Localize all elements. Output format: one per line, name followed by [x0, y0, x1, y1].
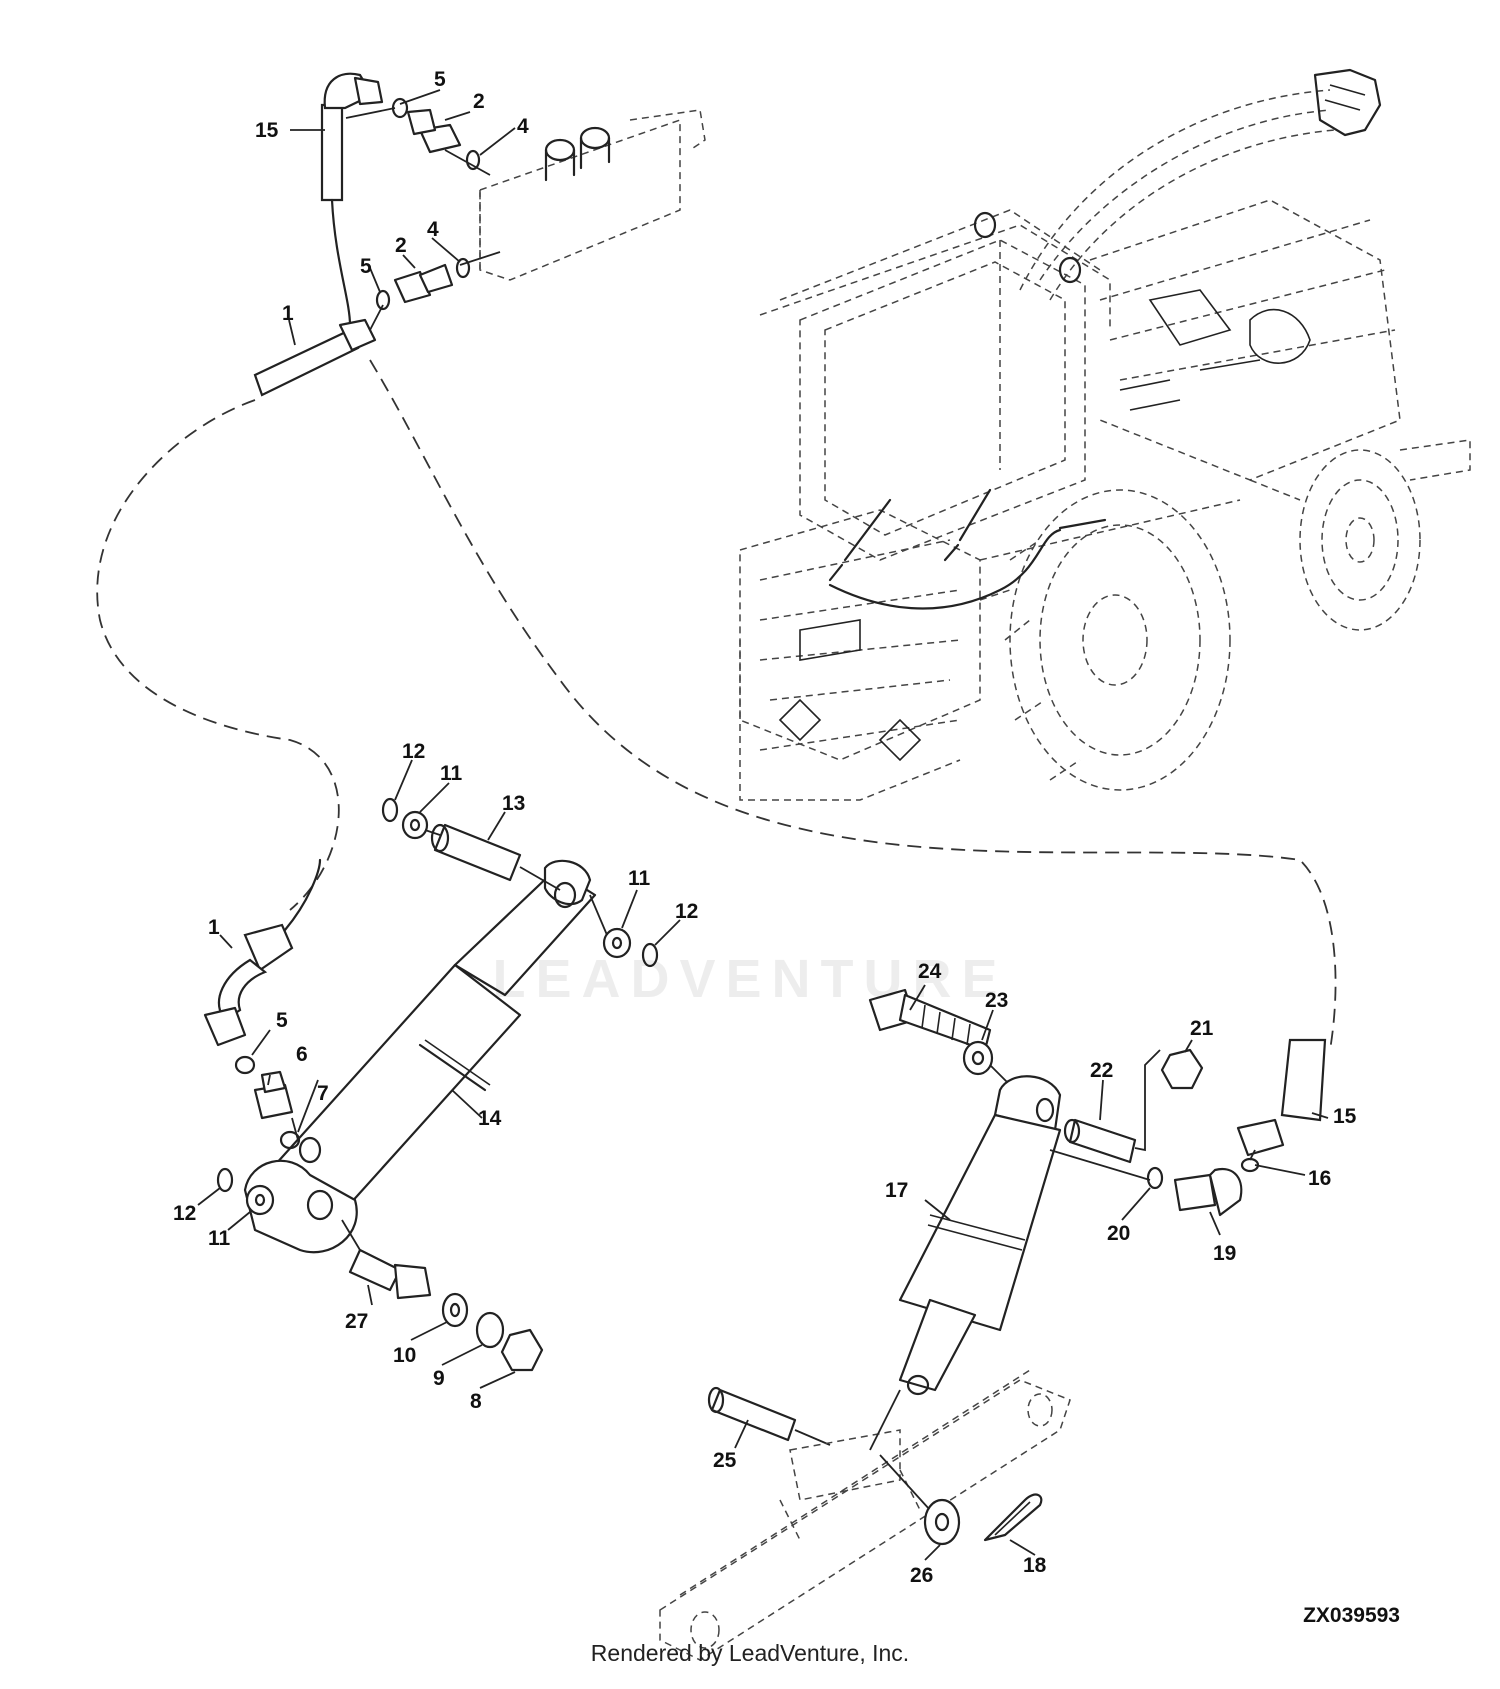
left-cylinder-assembly	[203, 797, 659, 1372]
callout-26: 26	[910, 1564, 933, 1587]
callout-5-left: 5	[276, 1009, 288, 1032]
callout-12-top: 12	[402, 740, 425, 763]
upper-hose-assembly	[253, 72, 706, 397]
callout-1-lower: 1	[208, 916, 220, 939]
callout-10: 10	[393, 1344, 416, 1367]
callout-24: 24	[918, 960, 942, 983]
callout-7: 7	[317, 1082, 329, 1105]
callout-20: 20	[1107, 1222, 1130, 1245]
callout-15-upper: 15	[255, 119, 279, 142]
right-cylinder-assembly	[659, 988, 1327, 1661]
callout-12-left: 12	[173, 1202, 196, 1225]
callout-12-right: 12	[675, 900, 698, 923]
watermark-text: LEADVENTURE	[492, 949, 1008, 1009]
callout-labels: 15 5 2 4 4 2 5 1 12 11 13 11 12 1 5 6 7 …	[173, 68, 1357, 1587]
callout-5-lower: 5	[360, 255, 372, 278]
callout-25: 25	[713, 1449, 737, 1472]
callout-13: 13	[502, 792, 525, 815]
callout-27: 27	[345, 1310, 368, 1333]
render-credit-footer: Rendered by LeadVenture, Inc.	[590, 1640, 910, 1666]
callout-6: 6	[296, 1043, 308, 1066]
callout-21: 21	[1190, 1017, 1214, 1040]
callout-4-upper: 4	[517, 115, 529, 138]
callout-2-upper: 2	[473, 90, 485, 113]
callout-9: 9	[433, 1367, 445, 1390]
callout-16: 16	[1308, 1167, 1331, 1190]
callout-11-right: 11	[628, 867, 651, 890]
callout-leaders	[197, 89, 1329, 1561]
callout-15-lower: 15	[1333, 1105, 1357, 1128]
callout-2-lower: 2	[395, 234, 407, 257]
callout-22: 22	[1090, 1059, 1113, 1082]
callout-18: 18	[1023, 1554, 1047, 1577]
callout-5-upper: 5	[434, 68, 446, 91]
drawing-reference-code: ZX039593	[1303, 1604, 1400, 1627]
callout-8: 8	[470, 1390, 482, 1413]
callout-14: 14	[478, 1107, 502, 1130]
hose-route-left	[96, 399, 340, 911]
callout-4-lower: 4	[427, 218, 439, 241]
callout-23: 23	[985, 989, 1008, 1012]
hose-route-right	[369, 359, 1337, 1051]
callout-1-upper: 1	[282, 302, 294, 325]
callout-19: 19	[1213, 1242, 1236, 1265]
harvester-machine-outline	[739, 68, 1471, 801]
callout-17: 17	[885, 1179, 908, 1202]
callout-11-left: 11	[208, 1227, 231, 1250]
callout-11-top: 11	[440, 762, 463, 785]
